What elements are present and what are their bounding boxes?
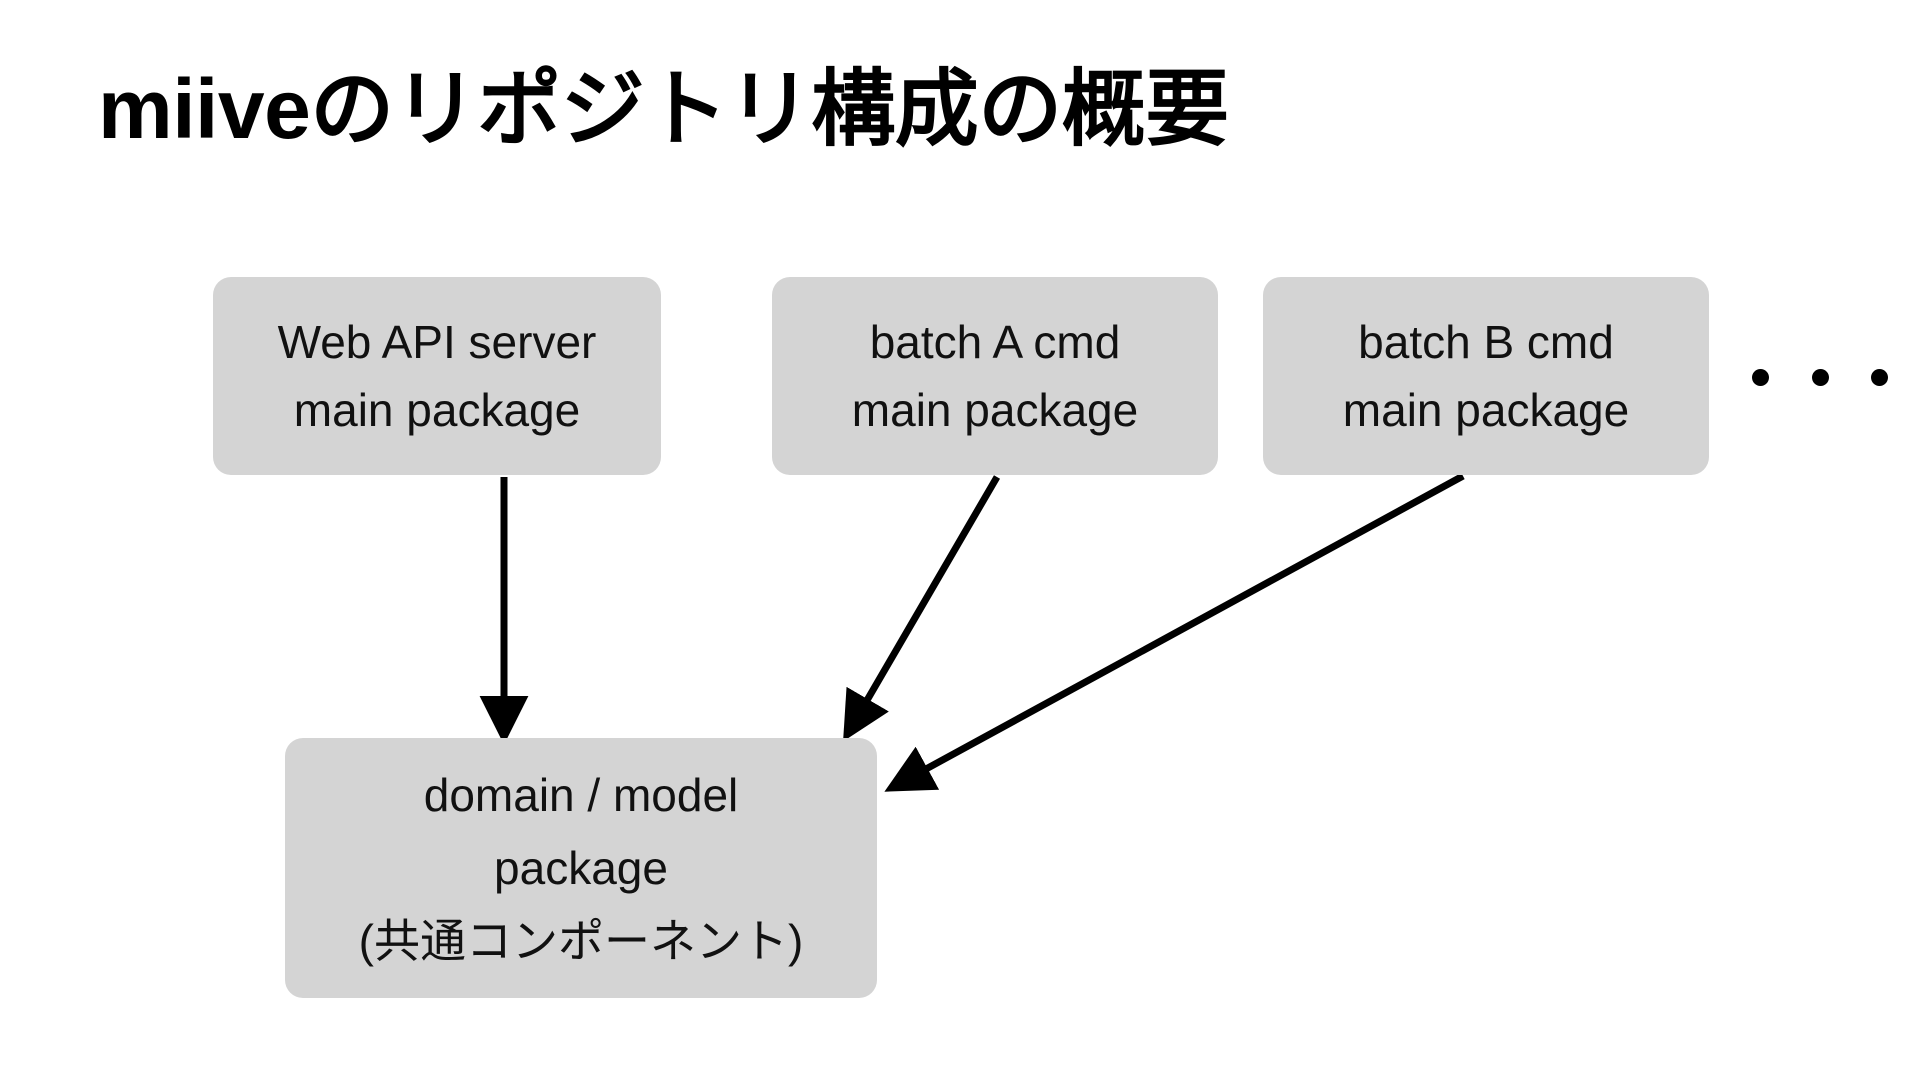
page-title: miiveのリポジトリ構成の概要 (98, 62, 1229, 156)
node-batch-a-line-1: batch A cmd (869, 316, 1121, 368)
node-domain-line-2: package (494, 841, 668, 894)
node-batch-a-cmd[interactable]: batch A cmd main package (772, 277, 1218, 475)
node-web-api-server[interactable]: Web API server main package (213, 277, 661, 475)
node-batch-b-line-2: main package (1342, 384, 1630, 436)
edge-batch-a-to-domain (843, 475, 1001, 742)
node-domain-model-package[interactable]: domain / model package (共通コンポーネント) (285, 738, 877, 998)
edge-batch-b-to-domain (884, 472, 1465, 792)
node-batch-a-line-2: main package (851, 384, 1139, 436)
node-web-api-line-2: main package (293, 384, 581, 436)
ellipsis-dot-3 (1871, 368, 1888, 386)
node-domain-line-1: domain / model (423, 768, 739, 821)
node-batch-b-line-1: batch B cmd (1358, 316, 1614, 368)
ellipsis-dot-2 (1811, 368, 1829, 386)
node-batch-b-cmd[interactable]: batch B cmd main package (1263, 277, 1709, 475)
ellipsis-dot-1 (1752, 368, 1769, 386)
ellipsis-more-indicator (1752, 345, 1888, 409)
node-domain-line-3: (共通コンポーネント) (358, 914, 804, 967)
node-web-api-line-1: Web API server (277, 316, 597, 368)
